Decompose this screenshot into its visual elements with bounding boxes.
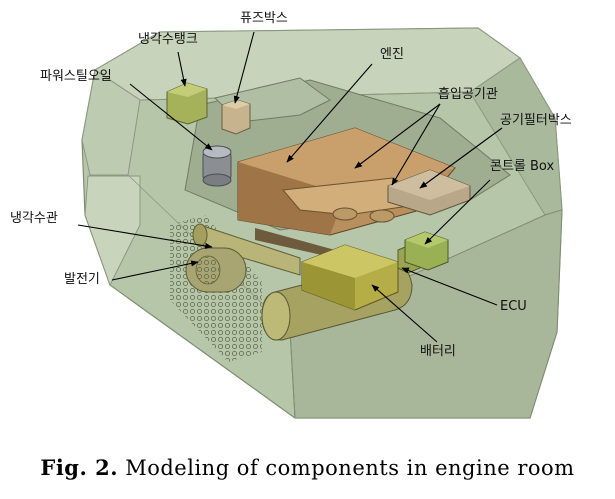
arrow-engine <box>286 63 373 163</box>
arrow-ecu <box>401 267 498 306</box>
label-air-filter-box: 공기필터박스 <box>500 113 572 128</box>
arrow-intake-pipe-2 <box>391 103 441 186</box>
label-power-steering-oil: 파워스틸오일 <box>40 69 112 84</box>
figure-caption: Fig. 2. Modeling of components in engine… <box>0 455 615 480</box>
power-steering-oil-part <box>202 145 232 187</box>
air-filter-box-part <box>387 169 471 216</box>
coolant-tank-part <box>166 82 208 125</box>
caption-text: Modeling of components in engine room <box>125 456 575 480</box>
arrow-control-box <box>424 179 491 245</box>
generator-part <box>185 247 247 293</box>
label-coolant-tank: 냉각수탱크 <box>138 32 198 47</box>
label-fuse-box: 퓨즈박스 <box>240 11 288 26</box>
label-battery: 배터리 <box>420 344 456 359</box>
battery-part <box>301 244 399 311</box>
leader-lines <box>77 31 503 343</box>
arrow-intake-pipe-1 <box>354 103 441 169</box>
label-ecu: ECU <box>500 299 527 314</box>
engine-room-diagram: 퓨즈박스 냉각수탱크 파워스틸오일 엔진 흡입공기관 공기필터박스 콘트롤 Bo… <box>10 11 572 419</box>
arrow-coolant-tank <box>177 51 187 87</box>
arrow-coolant-pipe <box>77 224 213 249</box>
fuse-box-part <box>221 99 251 135</box>
control-box-part <box>404 231 449 271</box>
caption-prefix: Fig. 2. <box>40 455 119 480</box>
arrow-air-filter-box <box>419 127 503 189</box>
engine-room-drawing <box>77 27 563 419</box>
label-control-box: 콘트롤 Box <box>490 159 555 174</box>
label-coolant-pipe: 냉각수관 <box>10 211 58 226</box>
arrow-generator <box>111 260 199 281</box>
arrow-fuse-box <box>233 31 255 104</box>
arrow-power-steering-oil <box>129 83 213 151</box>
label-engine: 엔진 <box>380 47 404 62</box>
label-intake-pipe: 흡입공기관 <box>438 87 498 102</box>
intake-pipe-part <box>282 177 416 223</box>
label-generator: 발전기 <box>64 272 100 287</box>
coolant-pipe-part <box>192 223 301 276</box>
arrow-battery <box>371 284 438 343</box>
